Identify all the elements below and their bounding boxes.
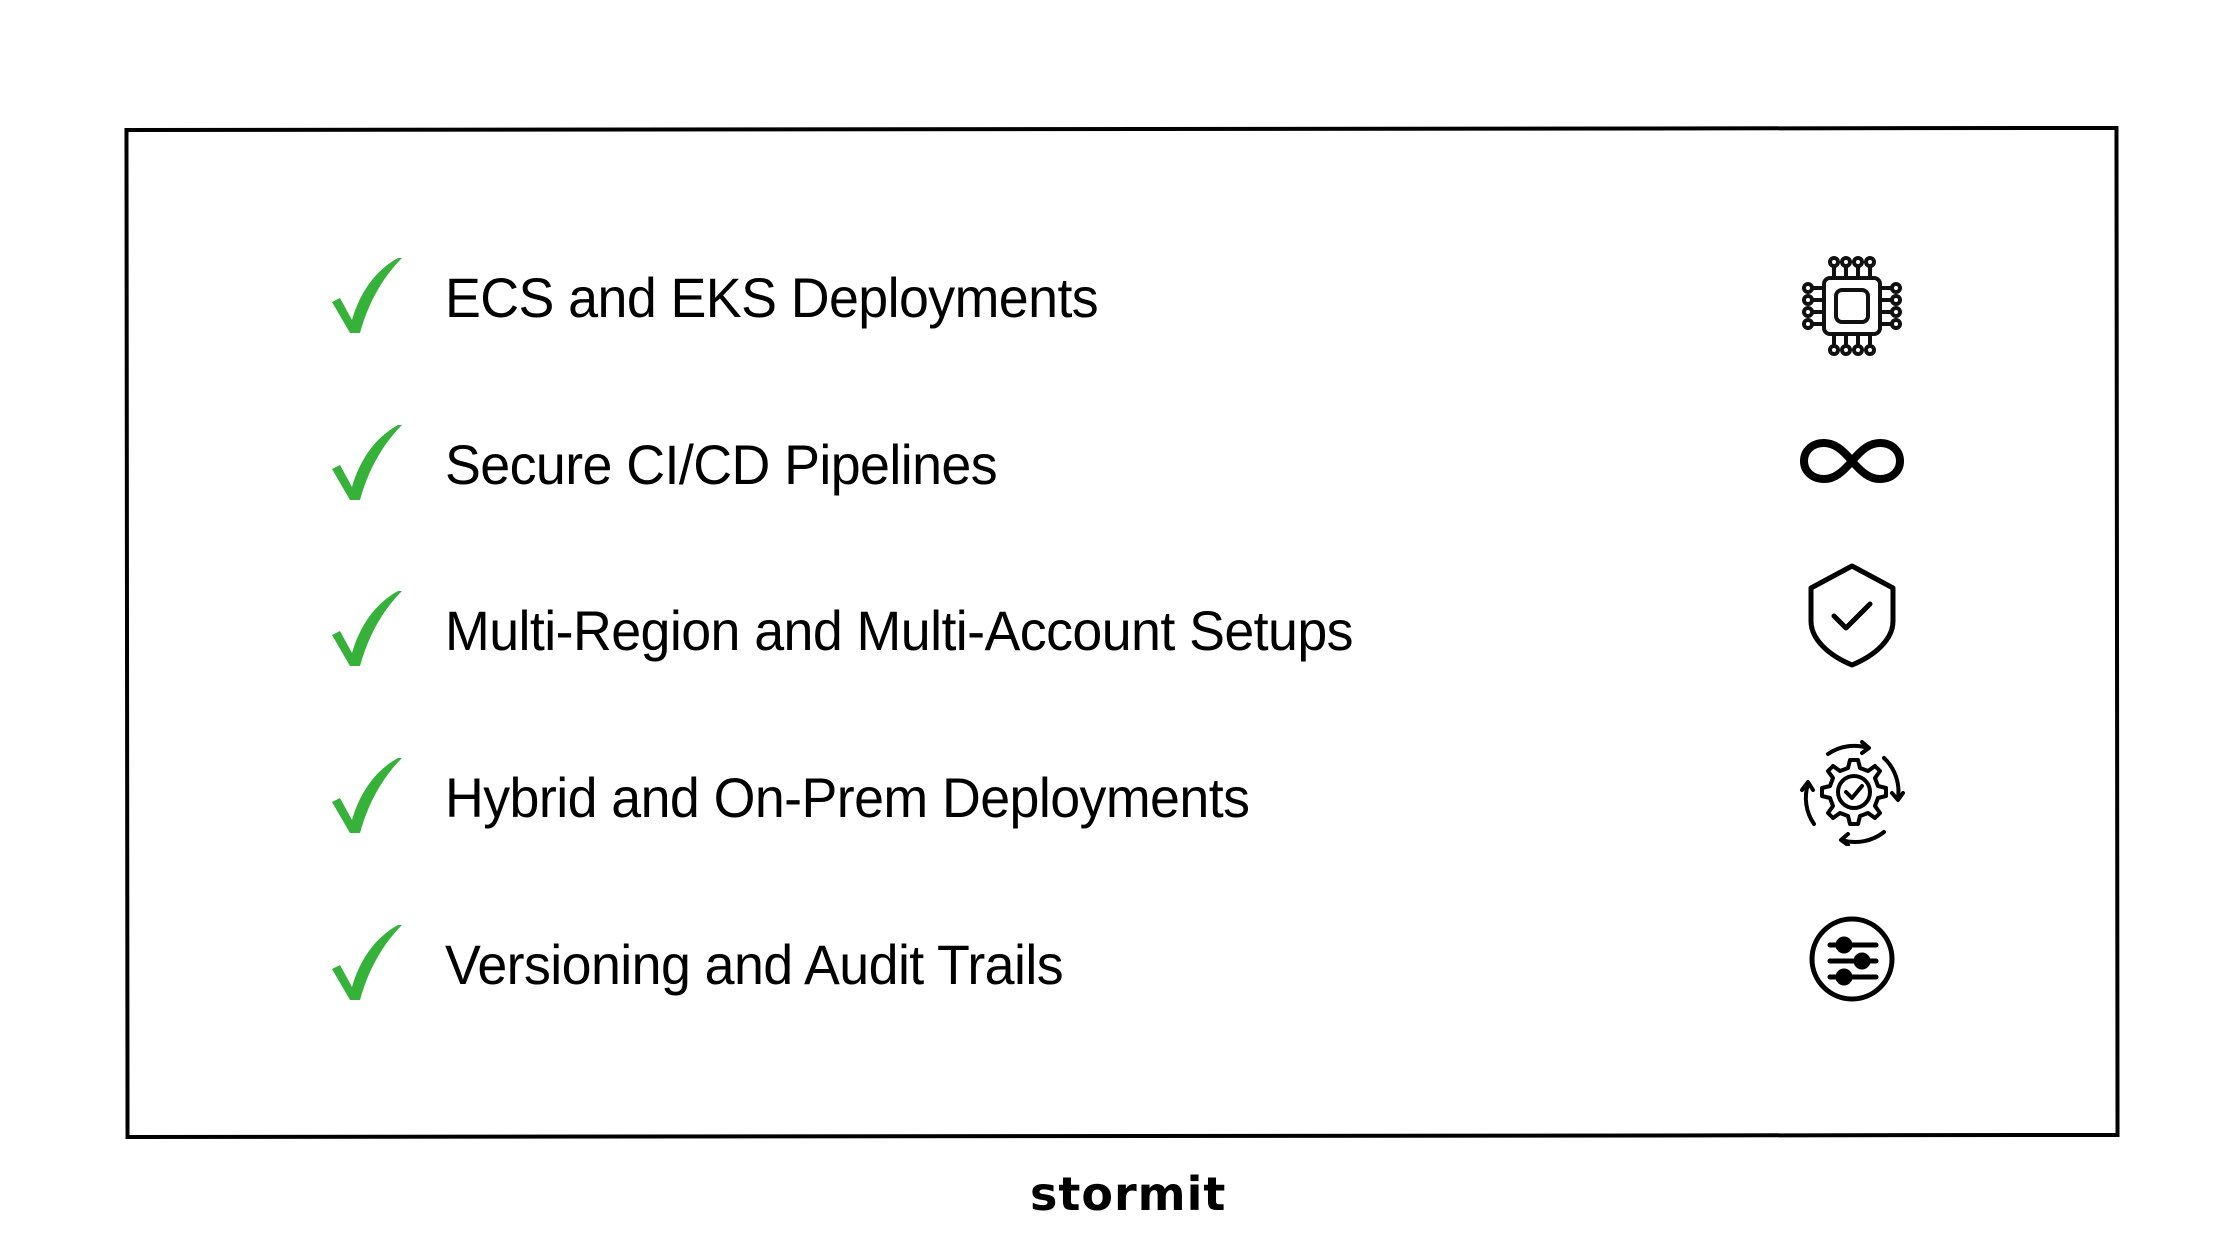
feature-label: Versioning and Audit Trails xyxy=(445,933,1064,996)
cpu-chip-icon xyxy=(1798,252,1906,360)
checkmark-icon xyxy=(332,258,402,333)
shield-check-icon xyxy=(1798,561,1906,669)
gear-sync-icon xyxy=(1798,738,1906,846)
checkmark-icon xyxy=(332,925,402,1000)
checkmark-icon xyxy=(332,758,402,833)
stormit-logo: stormit xyxy=(1030,1167,1227,1221)
feature-label: ECS and EKS Deployments xyxy=(445,266,1099,329)
checkmark-icon xyxy=(332,425,402,500)
feature-label: Multi-Region and Multi-Account Setups xyxy=(445,599,1354,662)
feature-label: Secure CI/CD Pipelines xyxy=(445,433,998,496)
infinity-icon xyxy=(1798,407,1906,515)
sliders-icon xyxy=(1798,905,1906,1013)
feature-label: Hybrid and On-Prem Deployments xyxy=(445,766,1250,829)
checkmark-icon xyxy=(332,591,402,666)
